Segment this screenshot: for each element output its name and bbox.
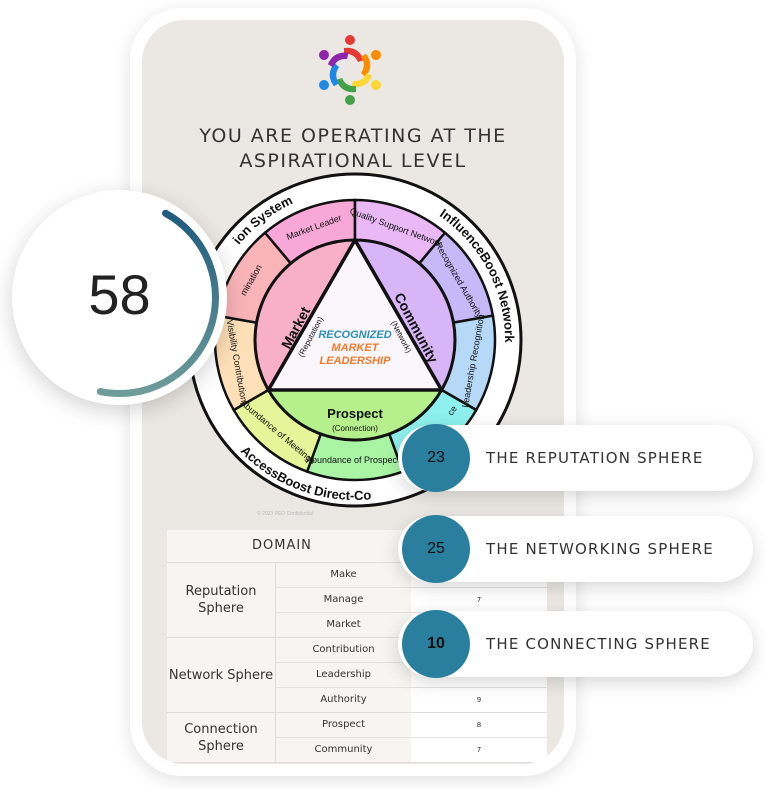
domain-name: Leadership [316,669,371,680]
table-row: Prospect 8 [276,713,547,738]
score-ring [96,209,219,397]
title-line-1: YOU ARE OPERATING AT THE [199,125,507,147]
prospect-sub: (Connection) [332,424,378,433]
sphere-label: THE NETWORKING SPHERE [486,540,714,558]
table-row: Manage 7 [276,588,547,613]
table-row: Authority 9 [276,688,547,712]
segment-label: ce [445,404,459,418]
center-label-line: LEADERSHIP [320,355,392,367]
segment-text: ce [445,404,459,418]
center-label-line: RECOGNIZED [318,329,391,341]
prospect-label: Prospect [327,406,383,421]
score-gauge: 58 [12,190,227,405]
score-value: 58 [88,263,151,326]
sphere-card-connecting[interactable]: 10 THE CONNECTING SPHERE [398,610,753,678]
domain-name: Contribution [312,644,375,655]
center-triangle [265,236,445,392]
sphere-score-badge: 10 [402,610,470,678]
sphere-card-reputation[interactable]: 23 THE REPUTATION SPHERE [398,424,753,492]
sphere-card-networking[interactable]: 25 THE NETWORKING SPHERE [398,515,753,583]
domain-score: 7 [411,738,547,762]
table-row: Community 7 [276,738,547,762]
domain-score: 8 [411,713,547,737]
sphere-label: THE CONNECTING SPHERE [486,635,711,653]
group-name: Network Sphere [167,638,276,712]
domain-name: Authority [320,694,367,705]
domain-name: Community [314,744,373,755]
sphere-label: THE REPUTATION SPHERE [486,449,704,467]
domain-name: Market [326,619,361,630]
domain-score: 7 [411,588,547,612]
sphere-score-badge: 25 [402,515,470,583]
page-title: YOU ARE OPERATING AT THE ASPIRATIONAL LE… [142,124,564,174]
domain-score: 9 [411,688,547,712]
segment-label: Abundance of Prospects [306,455,405,465]
domain-name: Make [330,569,357,580]
title-line-2: ASPIRATIONAL LEVEL [239,150,467,172]
copyright: © 2023 PEO Confidential [257,510,313,517]
center-label-line: MARKET [331,342,379,354]
domain-name: Prospect [322,719,365,730]
segment-text: Abundance of Prospects [306,455,405,465]
domain-name: Manage [323,594,364,605]
group-name: Reputation Sphere [167,563,276,637]
table-header: DOMAIN [167,530,547,563]
group-name: Connection Sphere [167,713,276,762]
sphere-score-badge: 23 [402,424,470,492]
people-circle-logo-icon [319,35,381,105]
